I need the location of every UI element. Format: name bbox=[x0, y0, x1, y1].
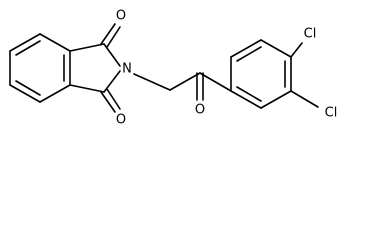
bond bbox=[230, 90, 262, 109]
bond bbox=[236, 46, 262, 62]
molecule-diagram: O N O O Cl Cl bbox=[9, 9, 337, 128]
bond bbox=[9, 33, 41, 52]
bond bbox=[15, 80, 41, 96]
bond bbox=[133, 73, 171, 91]
atom-chlorine-para: Cl bbox=[325, 106, 338, 121]
atom-label-layer: O N O O Cl Cl bbox=[116, 9, 337, 128]
bond bbox=[260, 39, 292, 58]
bond bbox=[106, 26, 121, 48]
bond bbox=[39, 84, 71, 103]
bond bbox=[290, 90, 319, 108]
bond-layer bbox=[9, 23, 319, 113]
atom-chlorine-meta: Cl bbox=[304, 27, 317, 42]
bond bbox=[9, 84, 41, 103]
bond bbox=[290, 42, 303, 58]
bond bbox=[106, 88, 121, 110]
bond bbox=[169, 72, 201, 91]
structure-canvas: O N O O Cl Cl bbox=[9, 9, 337, 128]
bond bbox=[15, 40, 41, 56]
bond bbox=[69, 43, 105, 52]
bond bbox=[236, 86, 262, 102]
atom-oxygen-bottom: O bbox=[116, 113, 126, 128]
bond bbox=[199, 72, 232, 92]
bond bbox=[100, 23, 116, 45]
atom-nitrogen: N bbox=[122, 62, 132, 77]
bond bbox=[69, 84, 105, 93]
bond bbox=[39, 33, 71, 52]
bond bbox=[260, 90, 292, 109]
bond bbox=[100, 91, 116, 113]
atom-oxygen-top: O bbox=[116, 9, 126, 24]
bond bbox=[230, 39, 262, 58]
atom-oxygen-ketone: O bbox=[195, 103, 205, 118]
